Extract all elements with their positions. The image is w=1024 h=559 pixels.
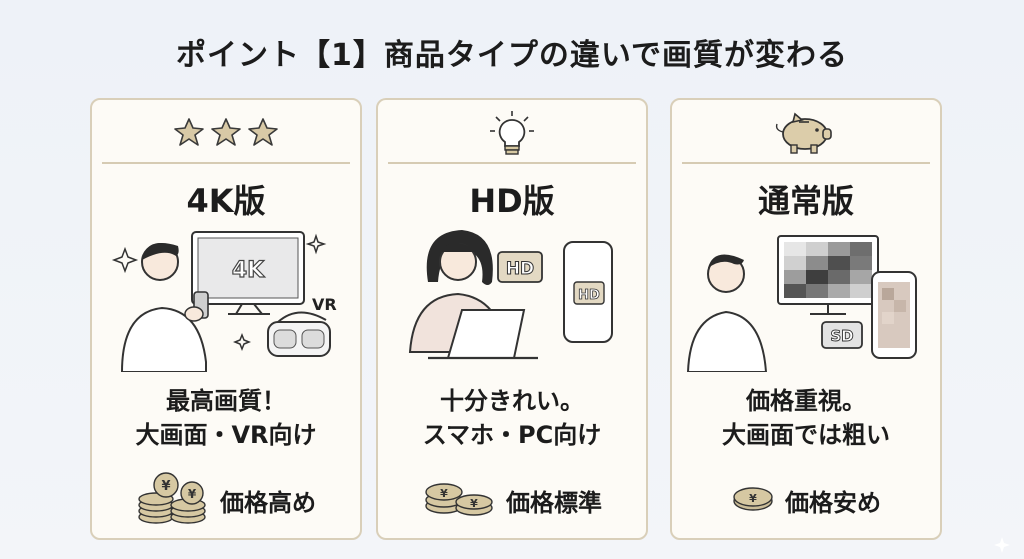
card-heading: 通常版	[757, 182, 854, 220]
desc-line-1: 十分きれい。	[440, 387, 584, 415]
sparkle-icon	[994, 537, 1010, 553]
phone-hd-label: HD	[578, 288, 600, 303]
tv-4k-label: 4K	[232, 258, 265, 283]
desc-line-1: 価格重視。	[746, 387, 866, 415]
lightbulb-icon	[378, 108, 646, 158]
price-row: ¥ 価格安め	[672, 472, 940, 528]
card-heading: 4K版	[186, 182, 266, 220]
vr-label: VR	[312, 295, 337, 314]
card-description: 価格重視。 大画面では粗い	[672, 384, 940, 452]
stars-icon	[92, 108, 360, 158]
card-divider	[682, 162, 930, 164]
desc-line-2: スマホ・PC向け	[422, 421, 602, 449]
yen-symbol: ¥	[749, 492, 757, 505]
person-with-laptop-illustration: HD HD	[388, 222, 636, 372]
sd-badge: SD	[830, 327, 853, 345]
card-heading: HD版	[469, 182, 555, 220]
price-label: 価格標準	[506, 488, 602, 517]
single-coin-icon: ¥	[731, 483, 775, 517]
card-description: 最高画質！ 大画面・VR向け	[92, 384, 360, 452]
piggy-bank-icon	[672, 108, 940, 158]
yen-symbol: ¥	[188, 487, 197, 501]
page-title: ポイント【1】商品タイプの違いで画質が変わる	[176, 38, 848, 73]
coin-stack-large-icon: ¥ ¥	[136, 471, 210, 529]
price-label: 価格高め	[220, 488, 316, 517]
desc-line-1: 最高画質！	[166, 387, 286, 415]
desc-line-2: 大画面では粗い	[722, 421, 890, 449]
desc-line-2: 大画面・VR向け	[135, 421, 317, 449]
price-row: ¥ ¥ 価格高め	[92, 472, 360, 528]
person-with-tv-and-vr-illustration: 4K VR	[102, 222, 350, 373]
hd-badge: HD	[506, 259, 534, 279]
card-divider	[388, 162, 636, 164]
card-4k: 4K版 4K VR	[90, 98, 362, 540]
yen-symbol: ¥	[470, 497, 478, 510]
person-with-low-quality-screen-illustration: SD	[682, 222, 930, 373]
yen-symbol: ¥	[440, 487, 448, 500]
card-standard: 通常版	[670, 98, 942, 540]
price-label: 価格安め	[785, 488, 881, 517]
card-description: 十分きれい。 スマホ・PC向け	[378, 384, 646, 452]
yen-symbol: ¥	[161, 479, 170, 494]
card-divider	[102, 162, 350, 164]
coin-stack-medium-icon: ¥ ¥	[422, 478, 496, 522]
card-hd: HD版 HD HD 十分きれい。 スマホ・PC向け	[376, 98, 648, 540]
price-row: ¥ ¥ 価格標準	[378, 472, 646, 528]
